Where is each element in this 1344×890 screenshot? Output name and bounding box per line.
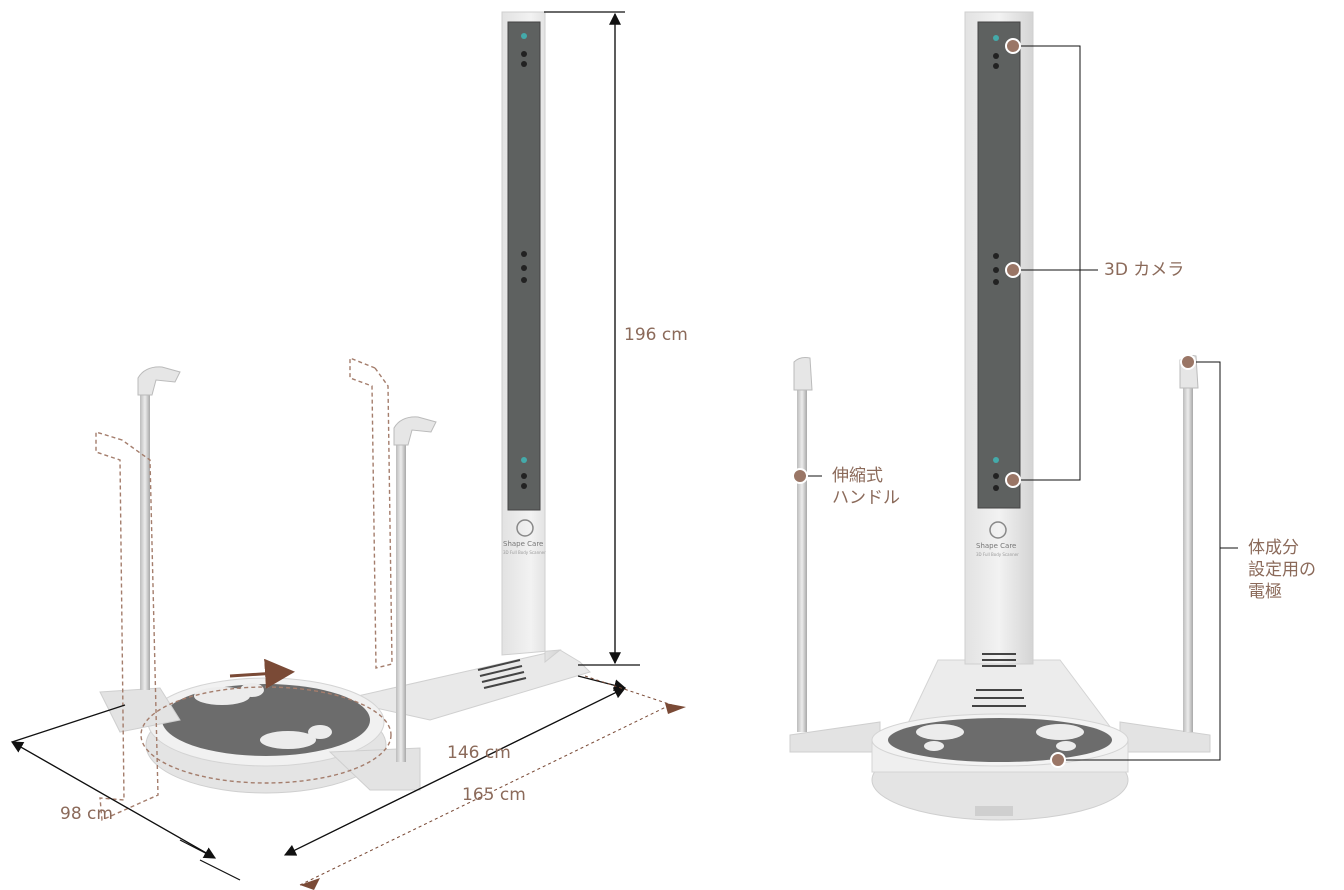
dimension-lines [10,11,640,881]
electrode-dot-handle [1180,354,1196,370]
left-logo [516,519,534,537]
left-scanner [10,11,686,890]
handle-callout-label: 伸縮式 ハンドル [832,466,900,508]
left-logo-brand: Shape Care [503,540,544,548]
callout-lines [800,45,1238,761]
callout-dots [792,38,1196,768]
depth-dimension-label: 146 cm [447,743,511,763]
camera-dot-bottom [1005,472,1021,488]
handle-dot [792,468,808,484]
electrode-callout-label: 体成分 設定用の 電極 [1248,538,1316,602]
height-dimension-label: 196 cm [624,325,688,345]
right-logo [989,521,1007,539]
camera-callout-label: 3D カメラ [1104,260,1185,280]
right-logo-brand: Shape Care [976,542,1017,550]
right-scanner [789,11,1238,821]
left-logo-sub: 3D Full Body Scanner [503,550,546,555]
electrode-dot-plate [1050,752,1066,768]
camera-dot-top [1005,38,1021,54]
length-dimension-label: 165 cm [462,785,526,805]
width-dimension-label: 98 cm [60,804,113,824]
right-logo-sub: 3D Full Body Scanner [976,552,1019,557]
camera-dot-mid [1005,262,1021,278]
